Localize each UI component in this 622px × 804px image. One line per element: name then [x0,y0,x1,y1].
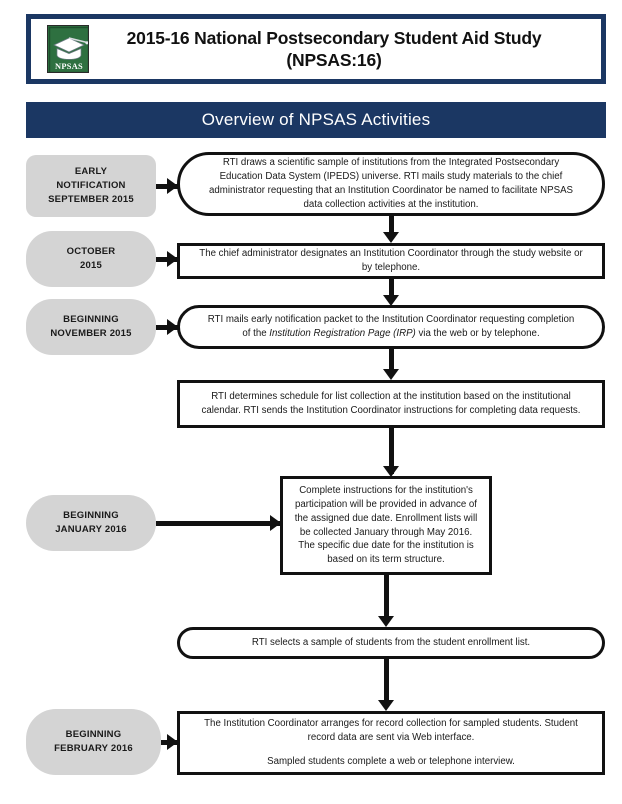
flow-box-beginning-january-2016: Complete instructions for the institutio… [280,476,492,575]
flow-box-beginning-november-2015: RTI mails early notification packet to t… [177,305,605,349]
npsas-graduation-cap-logo: NPSAS [47,25,89,73]
flow-text-early-notification: RTI draws a scientific sample of institu… [208,157,574,210]
study-title-box: NPSAS 2015-16 National Postsecondary Stu… [26,14,606,84]
flow-text-beginning-february-2016: The Institution Coordinator arranges for… [194,717,588,769]
date-line-2: JANUARY 2016 [55,524,127,535]
flow-box-list-collection-schedule: RTI determines schedule for list collect… [177,380,605,428]
flow-text-student-sample: RTI selects a sample of students from th… [251,637,531,649]
flow-box-early-notification: RTI draws a scientific sample of institu… [177,152,605,216]
arrow-down-4-5 [383,466,399,477]
page-title: 2015-16 National Postsecondary Student A… [89,27,593,72]
date-line-1: BEGINNING [65,729,122,741]
flow-box-october-2015: The chief administrator designates an In… [177,243,605,279]
date-line-1: EARLY [74,166,108,178]
date-label-beginning-february-2016: BEGINNING FEBRUARY 2016 [26,709,161,775]
arrow-right-stage5 [270,515,281,531]
irp-italic-title: Institution Registration Page (IRP) [269,328,416,339]
title-line-1: 2015-16 National Postsecondary Student A… [126,27,542,48]
date-line-2: NOVEMBER 2015 [50,328,132,339]
connector-h-stage5 [156,520,284,526]
arrow-right-stage7 [167,734,178,750]
date-label-beginning-january-2016: BEGINNING JANUARY 2016 [26,495,156,551]
svg-text:NPSAS: NPSAS [55,62,83,71]
february-paragraph-1: The Institution Coordinator arranges for… [204,717,578,743]
date-line-2: 2015 [80,260,102,271]
irp-text-before: RTI mails early notification packet to t… [207,314,575,339]
date-line-1: OCTOBER [66,246,116,258]
february-paragraph-2: Sampled students complete a web or telep… [267,756,515,768]
date-line-1: BEGINNING [63,510,119,522]
date-line-2: NOTIFICATION [56,180,126,192]
arrow-down-3-4 [383,369,399,380]
arrow-down-1-2 [383,232,399,243]
connector-v-5-6 [383,575,389,623]
connector-v-6-7 [383,659,389,707]
arrow-down-6-7 [378,700,394,711]
arrow-right-stage3 [167,319,178,335]
irp-text-after: via the web or by telephone. [415,328,540,339]
arrow-down-2-3 [383,295,399,306]
date-line-1: BEGINNING [63,314,119,326]
connector-v-3-4 [388,349,394,375]
date-label-beginning-november-2015: BEGINNING NOVEMBER 2015 [26,299,156,355]
flow-text-beginning-january-2016: Complete instructions for the institutio… [294,485,478,566]
flow-box-student-sample: RTI selects a sample of students from th… [177,627,605,659]
title-line-2: (NPSAS:16) [286,50,382,70]
arrow-down-5-6 [378,616,394,627]
flow-text-beginning-november-2015: RTI mails early notification packet to t… [206,313,576,341]
date-line-2: FEBRUARY 2016 [54,743,133,754]
date-label-october-2015: OCTOBER 2015 [26,231,156,287]
arrow-right-stage1 [167,178,178,194]
overview-banner: Overview of NPSAS Activities [26,102,606,138]
paragraph-gap [194,744,588,755]
date-label-early-notification: EARLY NOTIFICATION SEPTEMBER 2015 [26,155,156,217]
connector-v-1-2 [388,216,394,238]
flow-text-october-2015: The chief administrator designates an In… [199,248,583,273]
connector-v-4-5 [388,428,394,474]
date-line-3: SEPTEMBER 2015 [48,193,134,205]
arrow-right-stage2 [167,251,178,267]
flow-text-list-collection-schedule: RTI determines schedule for list collect… [201,391,581,416]
connector-v-2-3 [388,279,394,301]
flow-box-beginning-february-2016: The Institution Coordinator arranges for… [177,711,605,775]
